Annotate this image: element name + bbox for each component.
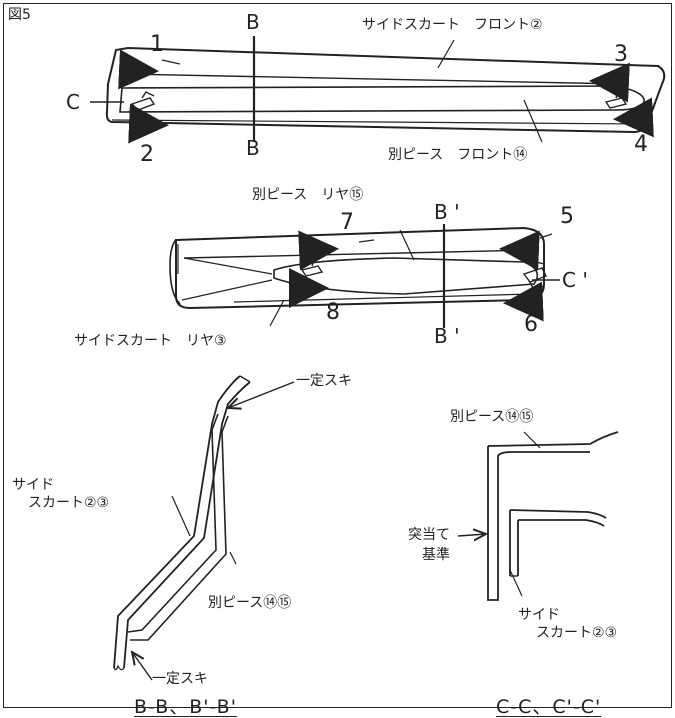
gap-label-bottom: 一定スキ — [152, 671, 208, 687]
section-b-drawing — [113, 375, 251, 671]
gap-label-top: 一定スキ — [296, 373, 352, 389]
step-8: 8 — [326, 300, 340, 325]
figure-frame: 図5 サイドスカート フロント② B B C 別ピース フロント⑭ 1 2 3 … — [3, 3, 672, 717]
front-skirt-title: サイドスカート フロント② — [362, 17, 543, 33]
section-c-drawing — [487, 431, 619, 601]
section-b-piece-label: 別ピース⑭⑮ — [208, 595, 292, 611]
section-c-skirt-label-line2: スカート②③ — [536, 625, 618, 641]
press-arrows-rear — [289, 230, 544, 322]
step-3: 3 — [614, 42, 628, 67]
front-piece-label: 別ピース フロント⑭ — [388, 147, 528, 163]
figure-number: 図5 — [8, 7, 31, 23]
section-b-top-label: B — [246, 10, 260, 34]
press-arrows-front — [118, 49, 654, 144]
rear-piece-title: 別ピース リヤ⑮ — [252, 187, 364, 203]
step-2: 2 — [140, 142, 154, 167]
section-c-label: C — [66, 90, 80, 114]
step-5: 5 — [560, 204, 574, 229]
rear-skirt-label: サイドスカート リヤ③ — [74, 333, 227, 349]
section-c-skirt-label-line1: サイド — [518, 607, 560, 623]
front-skirt-drawing — [90, 36, 666, 143]
clip-marks-front — [130, 91, 628, 111]
section-b-bottom-label: B — [246, 136, 260, 160]
step-6: 6 — [524, 312, 538, 337]
section-b-prime-top-label: B ' — [434, 200, 460, 224]
section-b-prime-bottom-label: B ' — [434, 324, 460, 348]
section-c-prime-label: C ' — [562, 268, 588, 292]
step-4: 4 — [634, 132, 648, 157]
reference-label-line1: 突当て — [408, 527, 450, 543]
diagram-drawing — [90, 36, 666, 681]
section-c-ref-arrow — [457, 534, 486, 536]
step-7: 7 — [340, 210, 354, 235]
section-c-piece-label: 別ピース⑭⑮ — [450, 409, 534, 425]
step-1: 1 — [150, 32, 164, 57]
section-b-caption: B-B、B'-B' — [134, 696, 237, 718]
section-b-skirt-label-line1: サイド — [12, 477, 54, 493]
section-b-skirt-label-line2: スカート②③ — [28, 495, 110, 511]
reference-label-line2: 基準 — [422, 547, 450, 563]
rear-skirt-drawing — [169, 224, 560, 328]
section-c-caption: C-C、C'-C' — [496, 696, 602, 718]
section-b-gap-arrows — [132, 381, 295, 681]
